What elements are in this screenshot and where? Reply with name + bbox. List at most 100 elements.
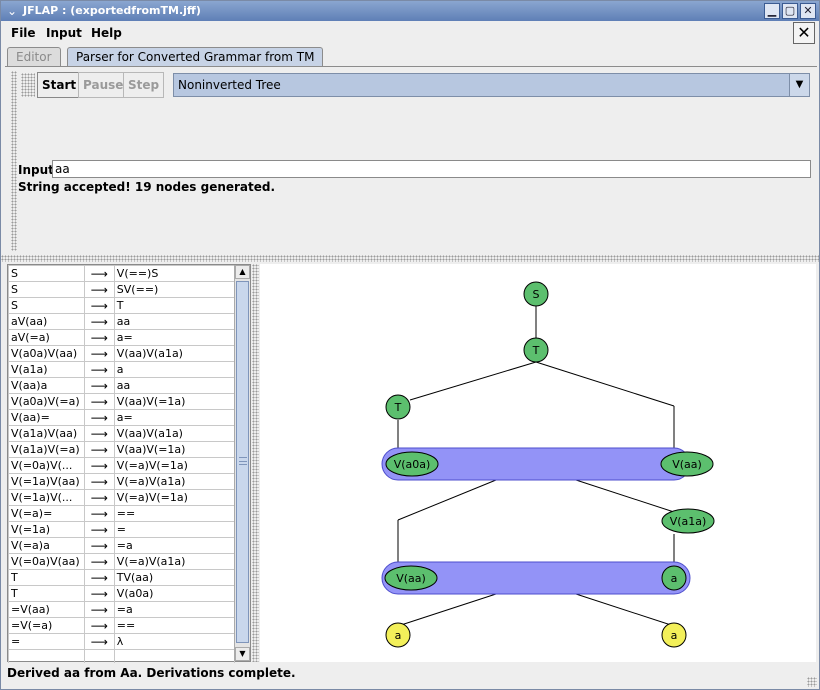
- production-lhs[interactable]: V(a0a)V(aa): [8, 345, 85, 362]
- production-lhs[interactable]: =: [8, 633, 85, 650]
- production-arrow[interactable]: ⟶: [83, 521, 115, 538]
- production-arrow[interactable]: ⟶: [83, 537, 115, 554]
- chevron-down-icon[interactable]: ▼: [789, 74, 809, 96]
- menu-input[interactable]: Input: [46, 26, 82, 40]
- production-rhs[interactable]: a=: [113, 329, 236, 346]
- production-rhs[interactable]: ==: [113, 505, 236, 522]
- production-arrow[interactable]: ⟶: [83, 265, 115, 282]
- table-row[interactable]: V(a1a)V(aa)⟶V(aa)V(a1a): [8, 425, 236, 442]
- table-row[interactable]: aV(=a)⟶a=: [8, 329, 236, 346]
- production-arrow[interactable]: ⟶: [83, 489, 115, 506]
- chevron-down-icon[interactable]: ⌄: [6, 4, 18, 18]
- production-lhs[interactable]: V(=0a)V(...: [8, 457, 85, 474]
- tree-node[interactable]: V(a1a): [661, 508, 715, 534]
- table-row[interactable]: V(=a)a⟶=a: [8, 537, 236, 554]
- table-row[interactable]: V(a0a)V(aa)⟶V(aa)V(a1a): [8, 345, 236, 362]
- tree-node[interactable]: T: [523, 337, 549, 363]
- table-row[interactable]: V(aa)=⟶a=: [8, 409, 236, 426]
- production-arrow[interactable]: ⟶: [83, 377, 115, 394]
- production-rhs[interactable]: aa: [113, 377, 236, 394]
- production-rhs[interactable]: V(aa)V(a1a): [113, 345, 236, 362]
- table-row[interactable]: V(a0a)V(=a)⟶V(aa)V(=1a): [8, 393, 236, 410]
- production-arrow[interactable]: ⟶: [83, 569, 115, 586]
- table-row[interactable]: =⟶λ: [8, 633, 236, 650]
- table-row[interactable]: V(=1a)V(...⟶V(=a)V(=1a): [8, 489, 236, 506]
- title-bar[interactable]: ⌄ JFLAP : (exportedfromTM.jff) ▁ ▢ ✕: [1, 1, 819, 21]
- production-rhs[interactable]: TV(aa): [113, 569, 236, 586]
- production-rhs[interactable]: V(aa)V(=1a): [113, 441, 236, 458]
- table-row[interactable]: S⟶V(==)S: [8, 265, 236, 282]
- menu-file[interactable]: File: [11, 26, 36, 40]
- production-arrow[interactable]: ⟶: [83, 585, 115, 602]
- production-rhs[interactable]: a: [113, 361, 236, 378]
- production-arrow[interactable]: ⟶: [83, 361, 115, 378]
- toolbar-grip[interactable]: [11, 71, 17, 251]
- production-rhs[interactable]: V(a0a): [113, 585, 236, 602]
- production-rhs[interactable]: a=: [113, 409, 236, 426]
- table-row[interactable]: S⟶T: [8, 297, 236, 314]
- table-row[interactable]: V(=1a)⟶=: [8, 521, 236, 538]
- scroll-down-icon[interactable]: ▼: [235, 647, 250, 661]
- production-lhs[interactable]: aV(aa): [8, 313, 85, 330]
- pause-button[interactable]: Pause: [78, 72, 129, 98]
- production-lhs[interactable]: V(a0a)V(=a): [8, 393, 85, 410]
- production-rhs[interactable]: aa: [113, 313, 236, 330]
- tree-leaf[interactable]: a: [385, 622, 411, 648]
- production-lhs[interactable]: S: [8, 297, 85, 314]
- production-rhs[interactable]: ==: [113, 617, 236, 634]
- production-lhs[interactable]: aV(=a): [8, 329, 85, 346]
- production-lhs[interactable]: T: [8, 569, 85, 586]
- production-arrow[interactable]: ⟶: [83, 393, 115, 410]
- production-rhs[interactable]: V(aa)V(=1a): [113, 393, 236, 410]
- vertical-scrollbar[interactable]: ▲ ▼: [234, 265, 250, 661]
- menu-help[interactable]: Help: [91, 26, 122, 40]
- production-arrow[interactable]: ⟶: [83, 473, 115, 490]
- scroll-thumb[interactable]: [236, 281, 249, 643]
- table-row[interactable]: =V(=a)⟶==: [8, 617, 236, 634]
- production-arrow[interactable]: ⟶: [83, 345, 115, 362]
- production-arrow[interactable]: ⟶: [83, 313, 115, 330]
- resize-grip[interactable]: [807, 677, 817, 687]
- production-lhs[interactable]: V(a1a)V(=a): [8, 441, 85, 458]
- production-arrow[interactable]: ⟶: [83, 329, 115, 346]
- production-lhs[interactable]: V(a1a)V(aa): [8, 425, 85, 442]
- table-row[interactable]: V(a1a)V(=a)⟶V(aa)V(=1a): [8, 441, 236, 458]
- production-arrow[interactable]: ⟶: [83, 601, 115, 618]
- production-arrow[interactable]: ⟶: [83, 633, 115, 650]
- production-lhs[interactable]: V(a1a): [8, 361, 85, 378]
- input-field[interactable]: aa: [52, 160, 811, 178]
- production-lhs[interactable]: V(=a)a: [8, 537, 85, 554]
- toolbar-handle[interactable]: [21, 73, 35, 97]
- production-arrow[interactable]: ⟶: [83, 505, 115, 522]
- production-rhs[interactable]: SV(==): [113, 281, 236, 298]
- tree-node[interactable]: S: [523, 281, 549, 307]
- view-mode-select[interactable]: Noninverted Tree ▼: [173, 73, 810, 97]
- production-rhs[interactable]: V(aa)V(a1a): [113, 425, 236, 442]
- production-arrow[interactable]: ⟶: [83, 441, 115, 458]
- table-row[interactable]: V(=0a)V(aa)⟶V(=a)V(a1a): [8, 553, 236, 570]
- maximize-icon[interactable]: ▢: [782, 3, 798, 19]
- production-lhs[interactable]: S: [8, 281, 85, 298]
- production-rhs[interactable]: =a: [113, 537, 236, 554]
- tree-node[interactable]: a: [661, 565, 687, 591]
- production-arrow[interactable]: ⟶: [83, 297, 115, 314]
- table-row[interactable]: aV(aa)⟶aa: [8, 313, 236, 330]
- tree-node[interactable]: T: [385, 394, 411, 420]
- production-rhs[interactable]: =a: [113, 601, 236, 618]
- production-lhs[interactable]: S: [8, 265, 85, 282]
- table-row[interactable]: T⟶V(a0a): [8, 585, 236, 602]
- close-tab-button[interactable]: ✕: [793, 22, 815, 44]
- production-arrow[interactable]: ⟶: [83, 553, 115, 570]
- production-rhs[interactable]: V(=a)V(=1a): [113, 489, 236, 506]
- tree-node[interactable]: V(a0a): [385, 451, 439, 477]
- production-arrow[interactable]: ⟶: [83, 409, 115, 426]
- production-lhs[interactable]: =V(=a): [8, 617, 85, 634]
- production-lhs[interactable]: =V(aa): [8, 601, 85, 618]
- tree-node[interactable]: V(aa): [384, 565, 438, 591]
- tree-leaf[interactable]: a: [661, 622, 687, 648]
- production-rhs[interactable]: V(=a)V(=1a): [113, 457, 236, 474]
- production-lhs[interactable]: V(=a)=: [8, 505, 85, 522]
- close-icon[interactable]: ✕: [800, 3, 816, 19]
- table-row[interactable]: V(=1a)V(aa)⟶V(=a)V(a1a): [8, 473, 236, 490]
- table-row[interactable]: [8, 649, 236, 666]
